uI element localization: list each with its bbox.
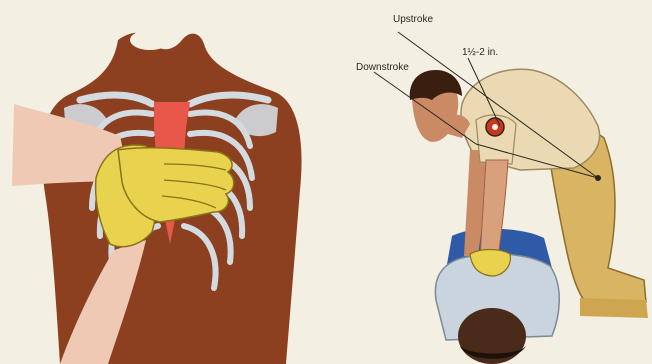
neck-gap — [130, 30, 170, 50]
downstroke-label: Downstroke — [356, 62, 409, 73]
upstroke-label: Upstroke — [393, 14, 433, 25]
depth-label: 1½-2 in. — [462, 47, 498, 58]
shoulder-pivot-marker — [486, 118, 504, 136]
rescuer-shoe — [580, 298, 648, 318]
pivot-center — [492, 124, 498, 130]
